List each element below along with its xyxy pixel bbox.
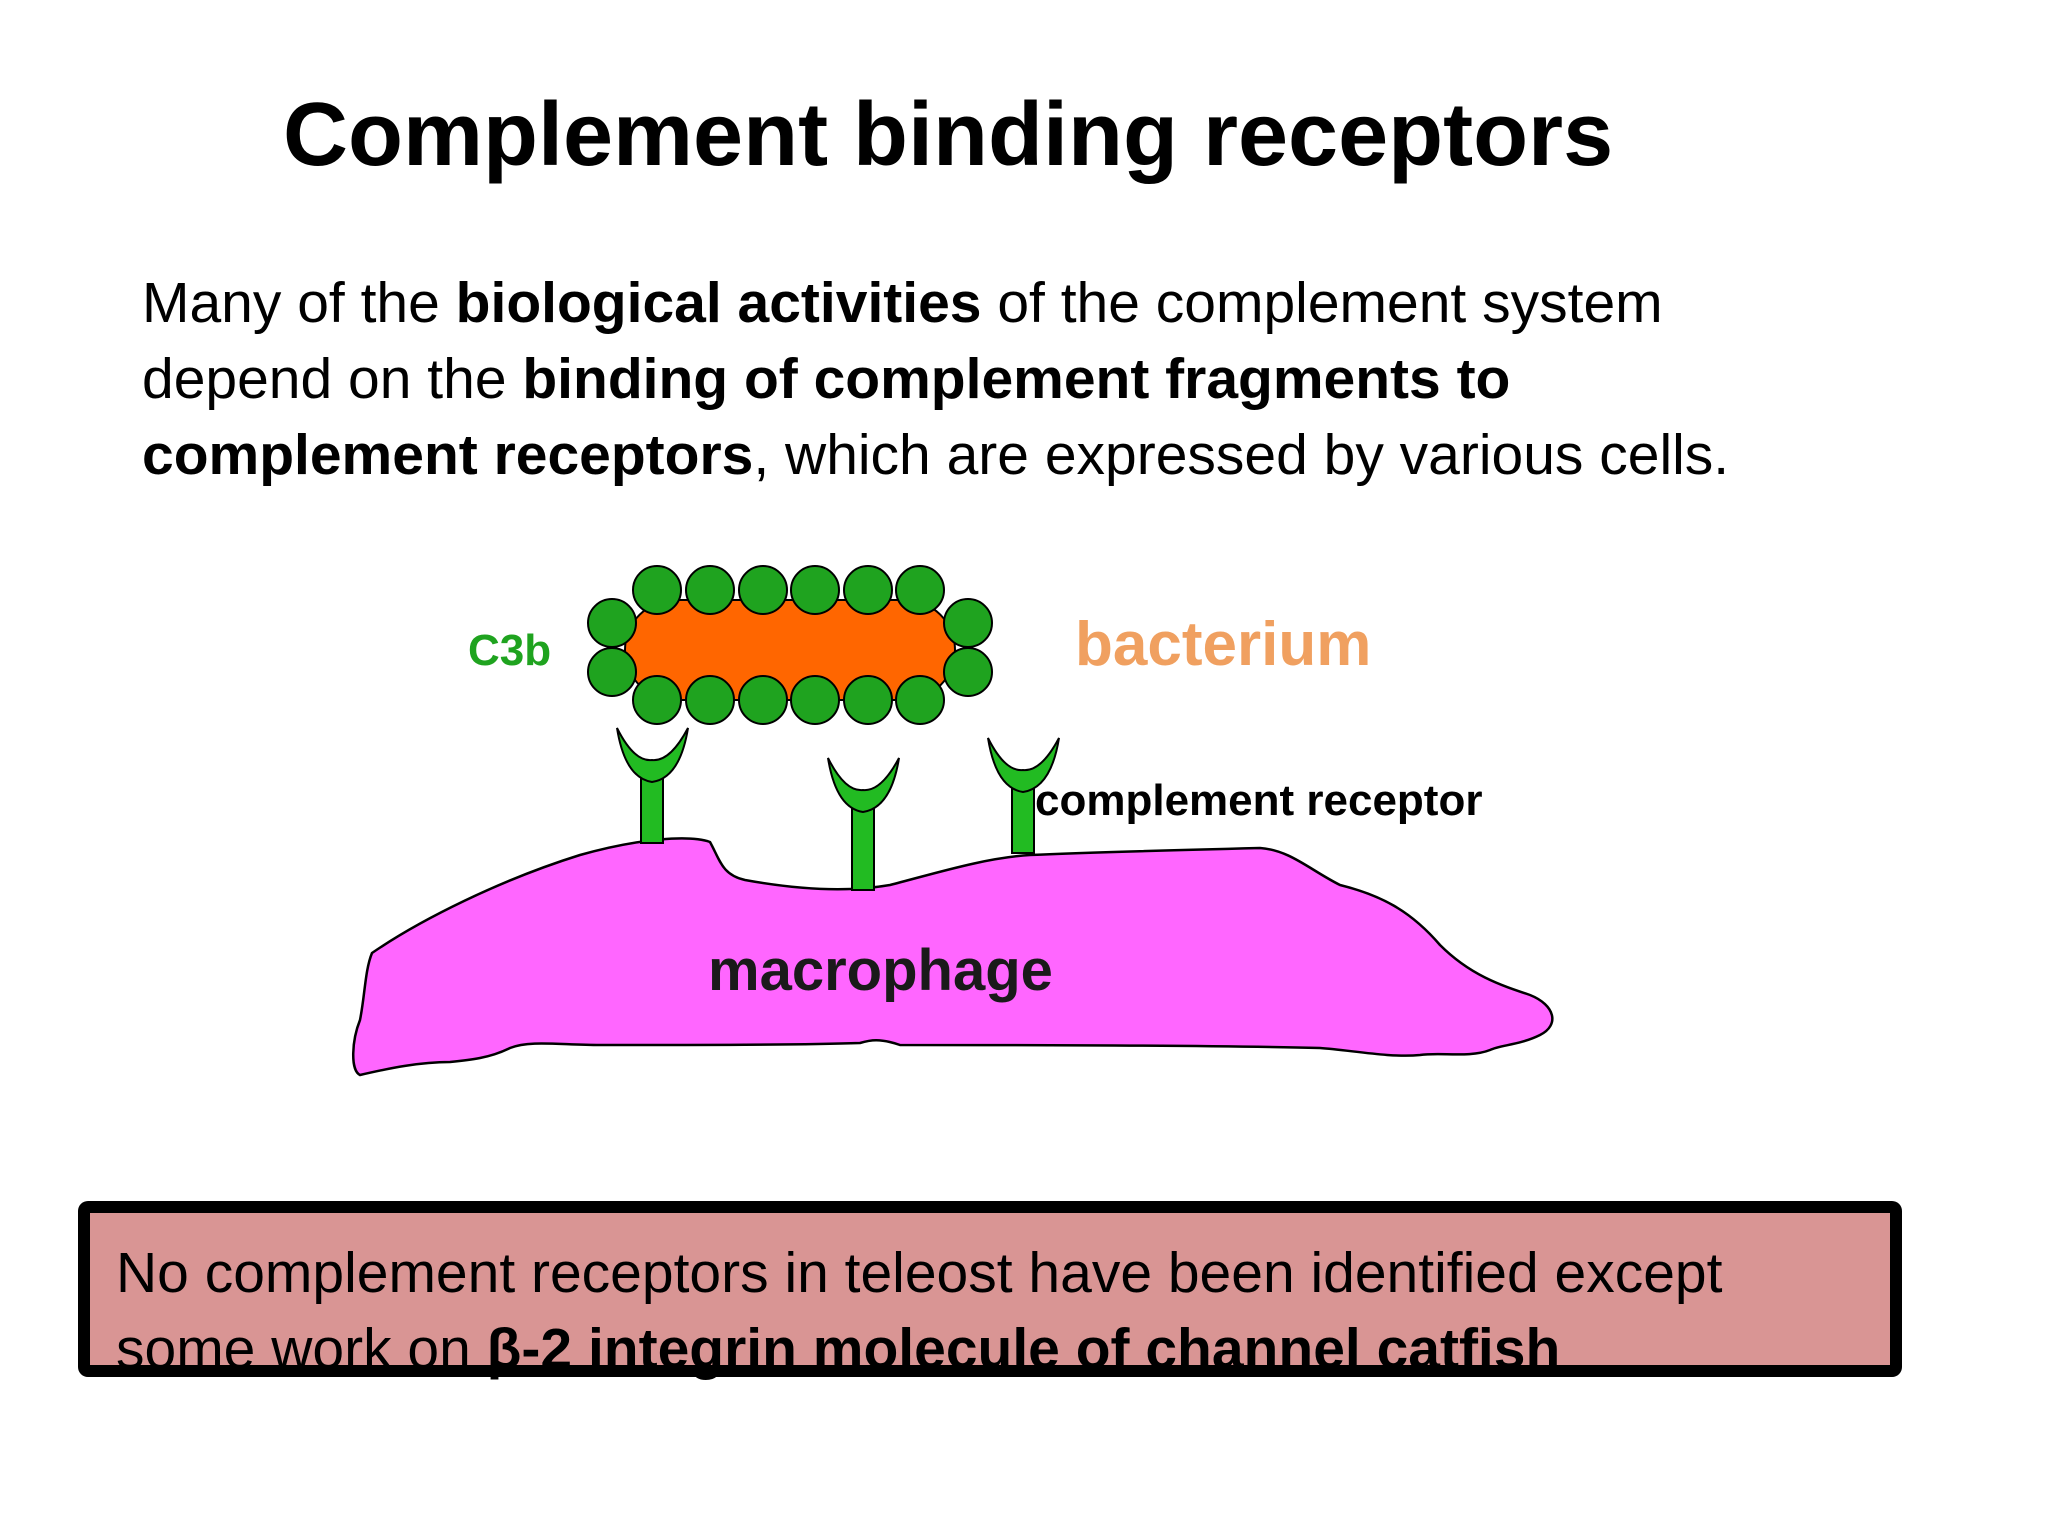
intro-paragraph: Many of the biological activities of the… bbox=[142, 265, 2002, 493]
c3b-sphere bbox=[895, 675, 945, 725]
intro-text: Many of the bbox=[142, 271, 456, 335]
complement-receptor-label: complement receptor bbox=[1035, 776, 1482, 825]
receptor-cups bbox=[616, 727, 1060, 814]
c3b-label: C3b bbox=[468, 626, 551, 675]
c3b-sphere bbox=[587, 647, 637, 697]
intro-emphasis: binding of complement fragments to bbox=[522, 347, 1511, 411]
intro-emphasis: biological activities bbox=[455, 271, 982, 335]
c3b-sphere bbox=[843, 565, 893, 615]
note-line-2: some work on β-2 integrin molecule of ch… bbox=[116, 1311, 1874, 1387]
c3b-sphere bbox=[587, 598, 637, 648]
c3b-spheres bbox=[587, 565, 993, 725]
c3b-sphere bbox=[738, 565, 788, 615]
note-line-1: No complement receptors in teleost have … bbox=[116, 1241, 1723, 1305]
c3b-sphere bbox=[943, 647, 993, 697]
c3b-sphere bbox=[790, 565, 840, 615]
receptor-stalks bbox=[640, 772, 1035, 891]
c3b-sphere bbox=[685, 565, 735, 615]
macrophage-cell bbox=[352, 837, 1554, 1077]
note-text: some work on bbox=[116, 1317, 487, 1381]
intro-text: depend on the bbox=[142, 347, 523, 411]
receptor-stalk bbox=[1011, 782, 1035, 854]
receptor-stalk bbox=[640, 772, 664, 844]
note-box: No complement receptors in teleost have … bbox=[78, 1201, 1902, 1381]
c3b-sphere bbox=[685, 675, 735, 725]
bacterium-label: bacterium bbox=[1075, 610, 1371, 679]
receptor-cup bbox=[616, 727, 689, 784]
receptor-cup bbox=[827, 757, 900, 814]
intro-emphasis: complement receptors bbox=[142, 423, 754, 487]
c3b-sphere bbox=[895, 565, 945, 615]
intro-line-1: Many of the biological activities of the… bbox=[142, 265, 2002, 341]
intro-text: , which are expressed by various cells. bbox=[753, 423, 1730, 487]
c3b-sphere bbox=[632, 675, 682, 725]
slide-title: Complement binding receptors bbox=[283, 85, 1614, 185]
c3b-sphere bbox=[738, 675, 788, 725]
macrophage-label: macrophage bbox=[708, 938, 1053, 1003]
c3b-sphere bbox=[632, 565, 682, 615]
c3b-sphere bbox=[943, 598, 993, 648]
intro-line-3: complement receptors, which are expresse… bbox=[142, 417, 2002, 493]
intro-line-2: depend on the binding of complement frag… bbox=[142, 341, 2002, 417]
intro-text: of the complement system bbox=[981, 271, 1663, 335]
c3b-sphere bbox=[790, 675, 840, 725]
receptor-cup bbox=[987, 737, 1060, 794]
receptor-stalk bbox=[851, 802, 875, 891]
note-emphasis: β-2 integrin molecule of channel catfish bbox=[486, 1317, 1561, 1381]
c3b-sphere bbox=[843, 675, 893, 725]
